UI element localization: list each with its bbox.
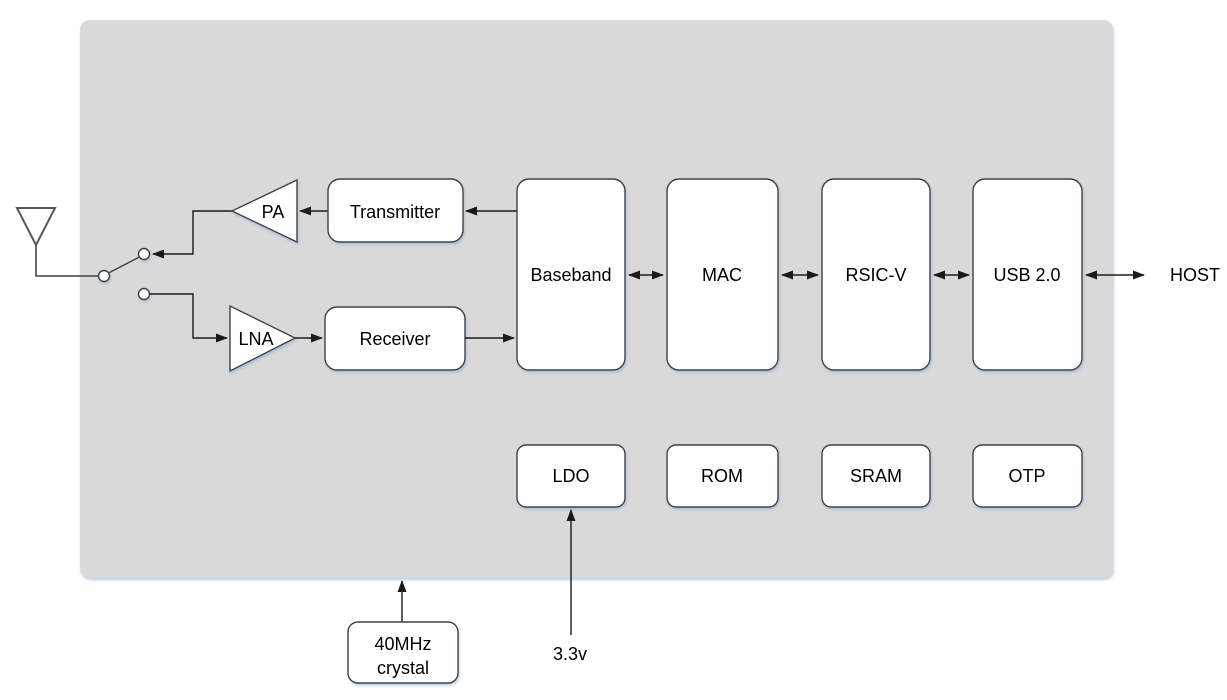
transmitter-label: Transmitter [350, 202, 440, 222]
rom-label: ROM [701, 466, 743, 486]
baseband-label: Baseband [530, 265, 611, 285]
switch-pivot-contact [97, 269, 111, 283]
rom-block [666, 444, 779, 508]
baseband-block [516, 178, 626, 371]
pa-to-switch-arrow [152, 210, 232, 259]
sram-label: SRAM [850, 466, 902, 486]
mac-block [666, 178, 779, 371]
crystal-block [347, 621, 459, 684]
usb-block [972, 178, 1083, 371]
rsicv-label: RSIC-V [845, 265, 906, 285]
lna-label: LNA [238, 329, 273, 349]
antenna-feed-line [35, 245, 98, 277]
usb-label: USB 2.0 [993, 265, 1060, 285]
rsicv-block [821, 178, 931, 371]
sram-block [821, 444, 931, 508]
transmitter-block [327, 178, 464, 243]
otp-block [972, 444, 1083, 508]
switch-tx-contact [137, 247, 151, 261]
crystal-label-line2: crystal [377, 658, 429, 678]
pa-label: PA [262, 202, 285, 222]
ldo-block [516, 444, 626, 508]
antenna-triangle [15, 207, 57, 248]
pa-amplifier-triangle [230, 178, 298, 244]
mac-label: MAC [702, 265, 742, 285]
switch-rx-contact [137, 287, 151, 301]
receiver-label: Receiver [359, 329, 430, 349]
host-label: HOST [1170, 265, 1220, 285]
supply-voltage-label: 3.3v [553, 644, 587, 664]
otp-label: OTP [1008, 466, 1045, 486]
switch-to-lna-arrow [150, 293, 228, 343]
rf-switch [97, 247, 151, 301]
switch-blade [108, 256, 140, 274]
lna-amplifier-triangle [229, 304, 297, 373]
antenna-icon [15, 207, 98, 277]
crystal-label-line1: 40MHz [374, 634, 431, 654]
ldo-label: LDO [552, 466, 589, 486]
